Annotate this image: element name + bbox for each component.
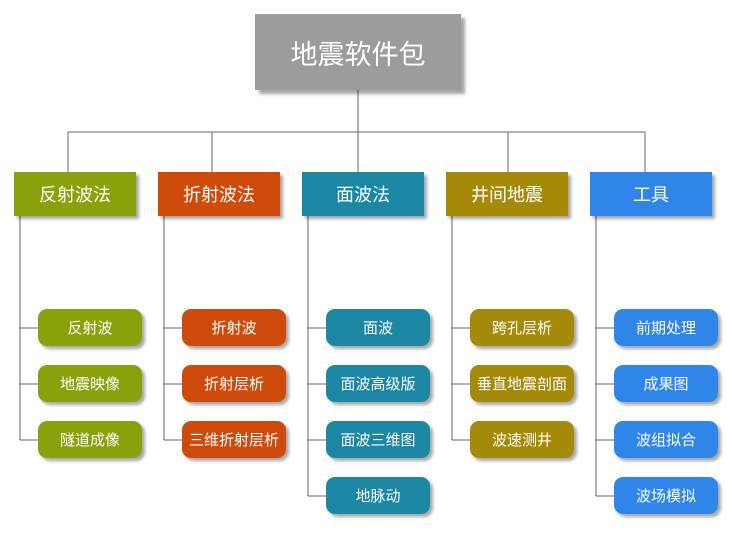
category-node-reflection: 反射波法 [14,172,136,216]
leaf-node: 折射层析 [182,365,286,402]
root-node: 地震软件包 [255,14,461,90]
leaf-node: 地震映像 [38,365,142,402]
leaf-node: 前期处理 [614,309,718,346]
leaf-node: 折射波 [182,309,286,346]
leaf-node: 反射波 [38,309,142,346]
leaf-node: 波场模拟 [614,477,718,514]
leaf-node: 地脉动 [326,477,430,514]
leaf-node: 面波三维图 [326,421,430,458]
leaf-node: 三维折射层析 [182,421,286,458]
leaf-node: 成果图 [614,365,718,402]
leaf-node: 垂直地震剖面 [470,365,574,402]
leaf-node: 跨孔层析 [470,309,574,346]
leaf-node: 波组拟合 [614,421,718,458]
category-node-crosswell: 井间地震 [446,172,568,216]
category-node-refraction: 折射波法 [158,172,280,216]
category-node-surface-wave: 面波法 [302,172,424,216]
leaf-node: 波速测井 [470,421,574,458]
leaf-node: 面波 [326,309,430,346]
category-node-tools: 工具 [590,172,712,216]
leaf-node: 隧道成像 [38,421,142,458]
leaf-node: 面波高级版 [326,365,430,402]
